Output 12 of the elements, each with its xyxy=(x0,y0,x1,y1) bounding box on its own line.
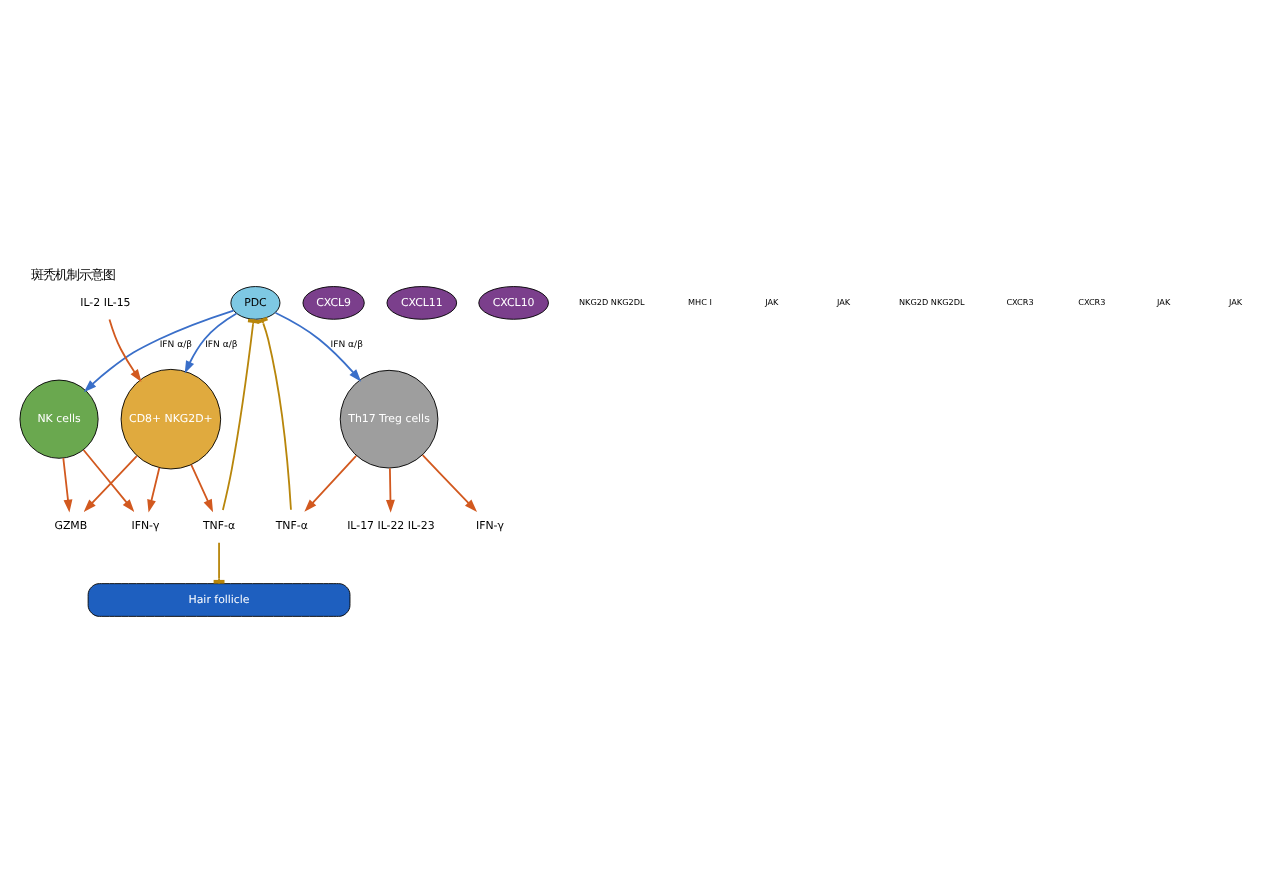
arrow xyxy=(83,309,235,393)
connector xyxy=(213,541,225,585)
arrow xyxy=(274,311,362,382)
arrow xyxy=(184,312,238,374)
arrow xyxy=(386,467,395,513)
arrow xyxy=(304,454,358,512)
arrow xyxy=(108,318,142,383)
arrow xyxy=(62,457,73,513)
arrow xyxy=(190,463,214,513)
connector xyxy=(256,316,292,511)
arrow xyxy=(421,454,478,512)
arrow xyxy=(147,466,161,513)
